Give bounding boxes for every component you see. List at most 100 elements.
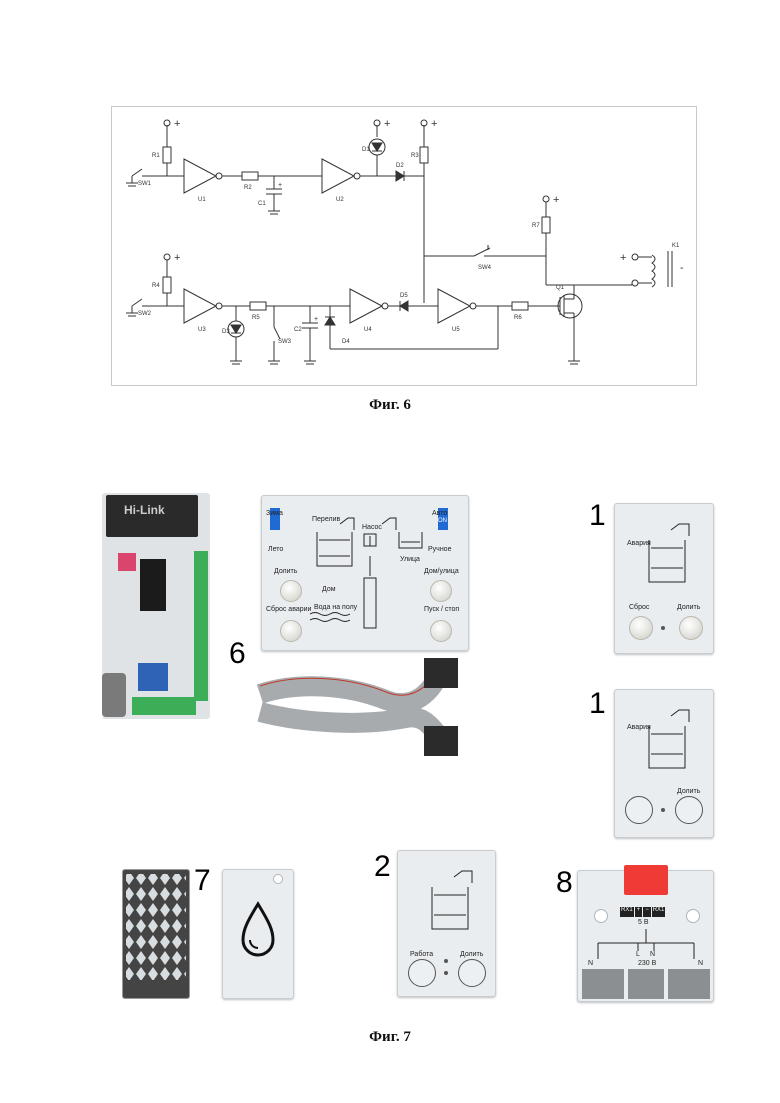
chip [140,559,166,611]
label-dolit-1b: Долить [677,788,700,795]
relay-minus: - [680,262,684,274]
terminal-block-right [668,969,710,999]
label-u2: U2 [336,197,344,203]
label-number-7: 7 [194,864,211,898]
label-avariya-1b: Авария [627,724,651,731]
vcc-plus-5: + [174,252,180,264]
panel-1-blank: Авария Долить [614,689,714,838]
label-r7: R7 [532,223,540,229]
label-number-6: 6 [229,637,246,671]
label-d2: D2 [396,163,404,169]
fig7-caption: Фиг. 7 [0,1029,780,1046]
relay [138,663,168,691]
grille-pattern [123,870,189,998]
relay-plus: + [620,252,626,264]
label-d1: D1 [362,147,370,153]
button-cutout-left-2[interactable] [408,959,436,987]
label-ulitsa: Улица [400,556,420,563]
led-2b [444,971,448,975]
dolit-button[interactable] [280,580,302,602]
label-number-1a: 1 [589,499,606,533]
label-n: N [650,951,655,958]
ribbon-cable [256,658,476,758]
button-cutout-right-2[interactable] [458,959,486,987]
terminal-block-center [628,969,664,999]
fig6-caption: Фиг. 6 [0,397,780,414]
label-l: L [636,951,640,958]
label-sbros-1a: Сброс [629,604,649,611]
c1-plus: + [278,182,282,189]
terminal-block-left [582,969,624,999]
terminal-strip [194,551,208,701]
label-voda-na-polu: Вода на полу [314,604,357,611]
dom-ulitsa-button[interactable] [430,580,452,602]
label-n-left: N [588,960,593,967]
label-leto: Лето [268,546,283,553]
label-number-2: 2 [374,850,391,884]
label-r5: R5 [252,315,260,321]
label-pusk-stop: Пуск / стоп [424,606,459,613]
vcc-plus-1: + [174,118,180,130]
label-d5: D5 [400,293,408,299]
label-u1: U1 [198,197,206,203]
vcc-plus-4: + [553,194,559,206]
label-dolit: Долить [274,568,297,575]
label-n-right: N [698,960,703,967]
label-avariya-1a: Авария [627,540,651,547]
label-sw2: SW2 [138,311,152,317]
label-r3: R3 [411,153,419,159]
pusk-stop-button[interactable] [430,620,452,642]
bottom-terminals [132,697,196,715]
dolit-button-1a[interactable] [679,616,703,640]
schematic-frame: R1 R2 R3 R4 R5 R6 R7 C1 C2 D1 D2 D3 D4 D… [111,106,697,386]
label-u5: U5 [452,327,460,333]
label-d3: D3 [222,329,230,335]
panel-2: Работа Долить [397,850,496,997]
dip-switch [118,553,136,571]
vcc-plus-2: + [384,118,390,130]
label-ruchnoe: Ручное [428,546,451,553]
brand-label: Hi-Link [124,503,165,517]
label-k1: K1 [672,243,680,249]
label-r4: R4 [152,283,160,289]
power-module: Hi-Link [106,495,198,537]
led-1b [661,808,665,812]
sensor-connector [102,673,126,717]
label-dom: Дом [322,586,336,593]
label-on: ON [438,518,447,524]
c2-plus: + [314,316,318,323]
label-pereliv: Перелив [312,516,340,523]
label-c2: C2 [294,327,302,333]
label-230v: 230 В [638,960,656,967]
label-sw4: SW4 [478,265,492,271]
led-1a [661,626,665,630]
label-sw1: SW1 [138,181,152,187]
label-u3: U3 [198,327,206,333]
label-q1: Q1 [556,285,565,291]
label-d4: D4 [342,339,350,345]
label-dolit-1a: Долить [677,604,700,611]
sbros-avarii-button[interactable] [280,620,302,642]
water-drop-icon [223,870,293,998]
label-number-8: 8 [556,866,573,900]
circuit-schematic: R1 R2 R3 R4 R5 R6 R7 C1 C2 D1 D2 D3 D4 D… [112,107,696,385]
label-c1: C1 [258,201,266,207]
label-number-1b: 1 [589,687,606,721]
label-r2: R2 [244,185,252,191]
label-rabota: Работа [410,951,433,958]
water-sensor-panel [222,869,294,999]
sbros-button-1a[interactable] [629,616,653,640]
button-cutout-right-1b[interactable] [675,796,703,824]
label-nasos: Насос [362,524,382,531]
label-dom-ulitsa: Дом/улица [424,568,459,575]
led-2a [444,959,448,963]
label-zima: Зима [266,510,283,517]
vcc-plus-3: + [431,118,437,130]
panel-1-with-buttons: Авария Сброс Долить [614,503,714,654]
button-cutout-left-1b[interactable] [625,796,653,824]
mount-hole-top [273,874,283,884]
label-sbros-avarii: Сброс аварии [266,606,311,613]
label-avto: Авто [432,510,447,517]
main-control-panel: Зима Лето Перелив Насос Авто Ручное ON Д… [261,495,469,651]
label-u4: U4 [364,327,372,333]
